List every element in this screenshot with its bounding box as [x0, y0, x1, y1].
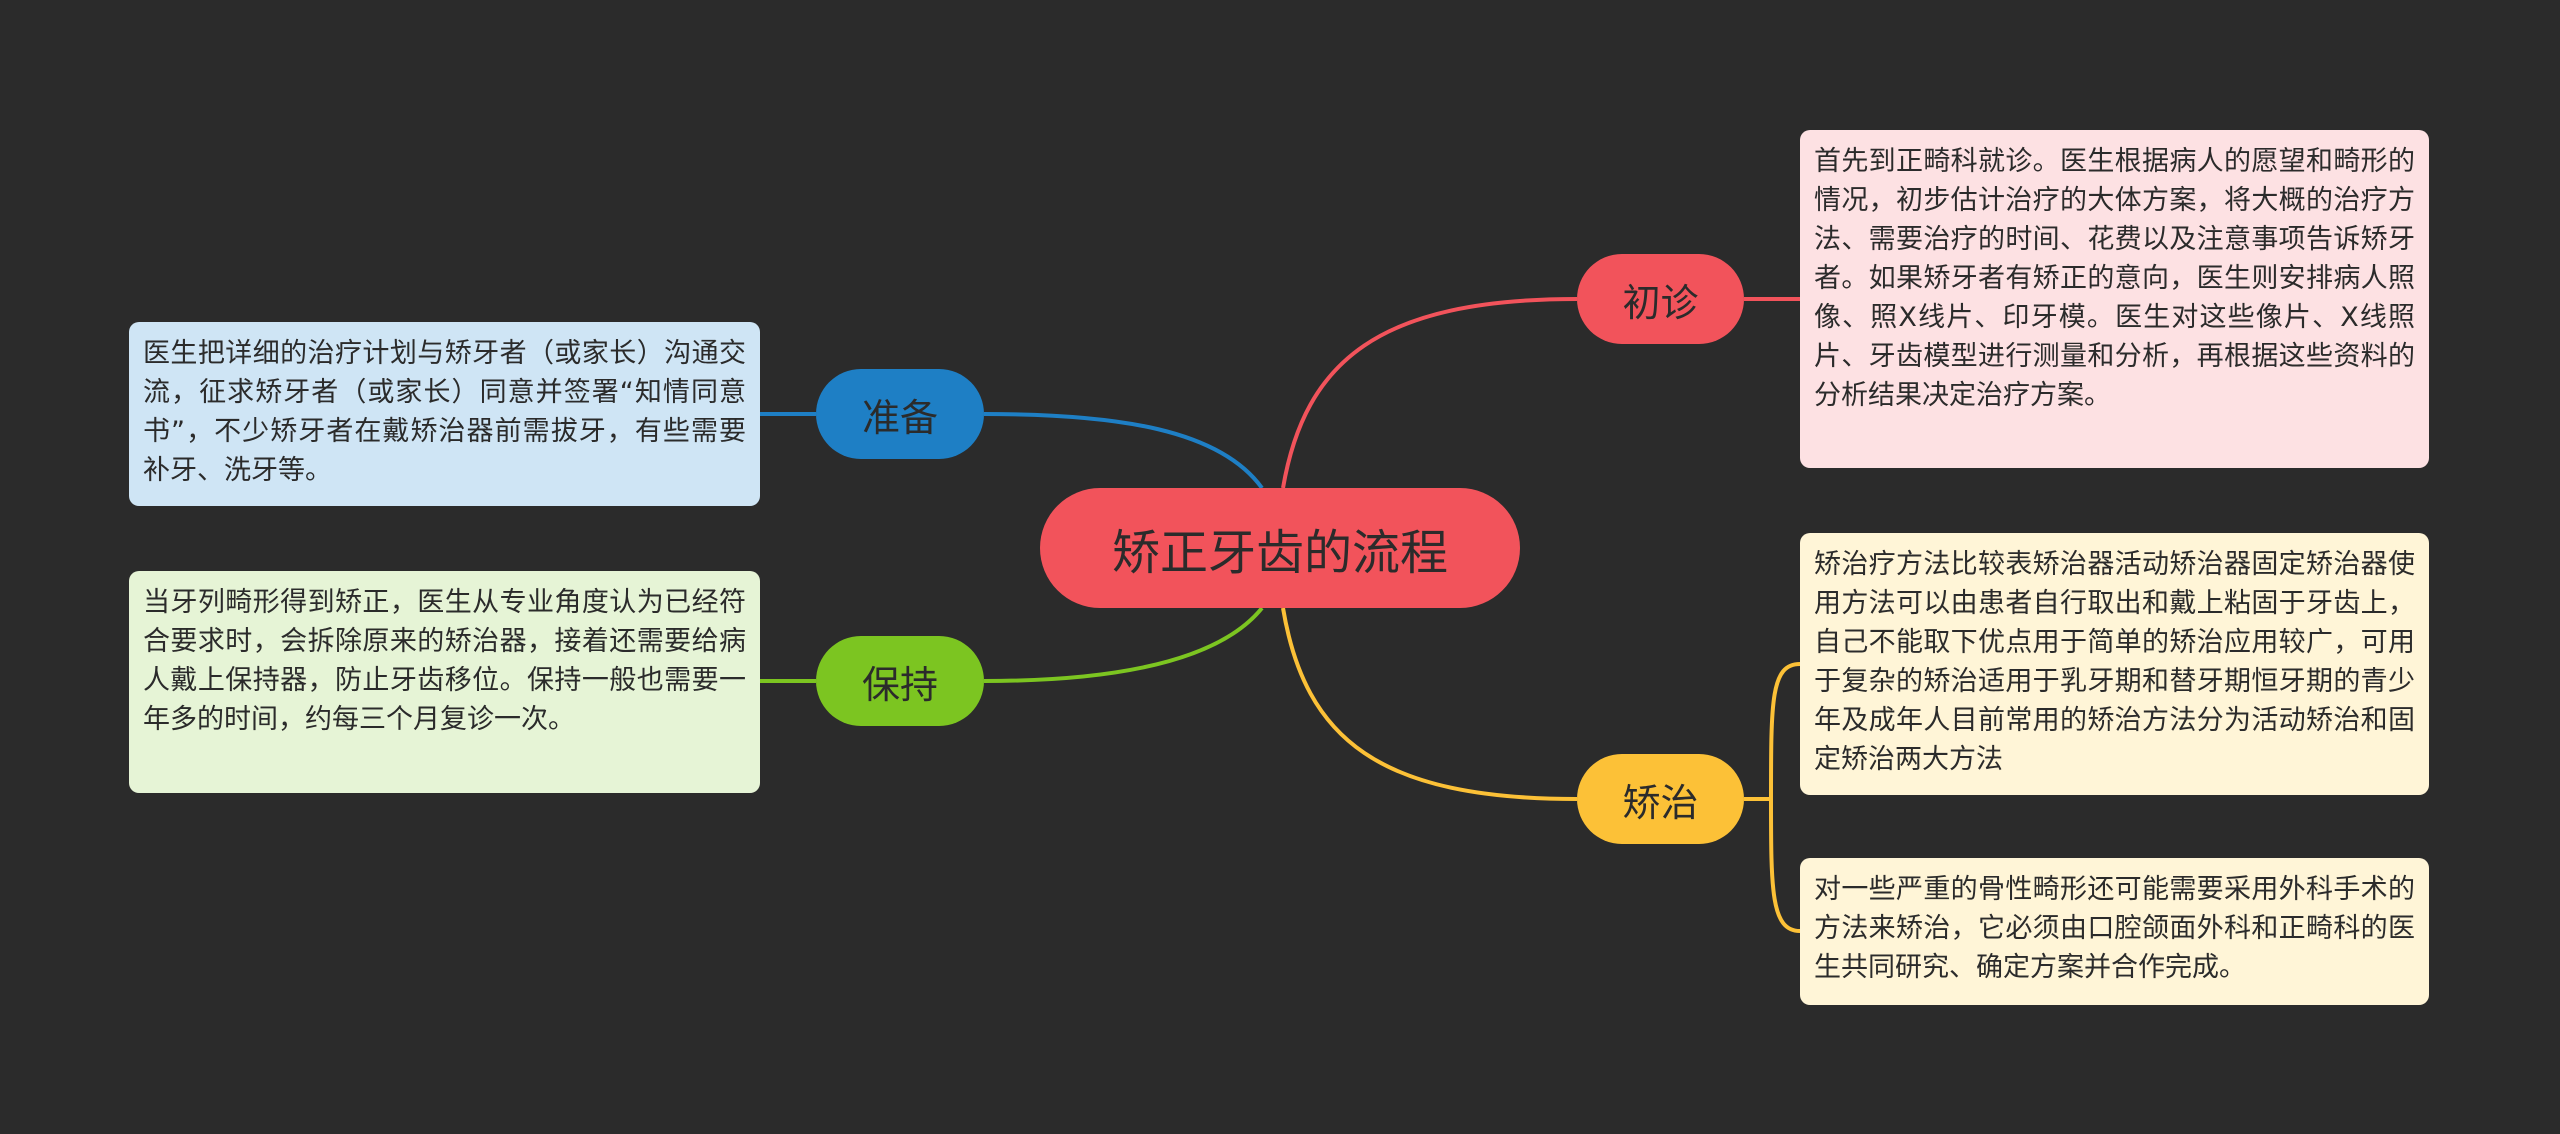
connector-root-jiaozhi: [1281, 607, 1578, 801]
note-card-jiaozhi-surgery[interactable]: 对一些严重的骨性畸形还可能需要采用外科手术的方法来矫治，它必须由口腔颌面外科和正…: [1800, 858, 2429, 1005]
connector-root-baochi: [983, 606, 1264, 683]
connector-root-chuzhen: [1281, 297, 1578, 489]
branch-node-chuzhen[interactable]: 初诊: [1577, 254, 1744, 344]
connector-root-zhunbei: [983, 412, 1264, 490]
root-node[interactable]: 矫正牙齿的流程: [1040, 488, 1520, 608]
note-card-chuzhen[interactable]: 首先到正畸科就诊。医生根据病人的愿望和畸形的情况，初步估计治疗的大体方案，将大概…: [1800, 130, 2429, 468]
branch-node-zhunbei[interactable]: 准备: [816, 369, 984, 459]
connector-jiaozhi-cards: [1744, 662, 1801, 933]
note-card-baochi[interactable]: 当牙列畸形得到矫正，医生从专业角度认为已经符合要求时，会拆除原来的矫治器，接着还…: [129, 571, 760, 793]
branch-node-baochi[interactable]: 保持: [816, 636, 984, 726]
branch-node-jiaozhi[interactable]: 矫治: [1577, 754, 1744, 844]
note-card-jiaozhi-methods[interactable]: 矫治疗方法比较表矫治器活动矫治器固定矫治器使用方法可以由患者自行取出和戴上粘固于…: [1800, 533, 2429, 795]
note-card-zhunbei[interactable]: 医生把详细的治疗计划与矫牙者（或家长）沟通交流，征求矫牙者（或家长）同意并签署“…: [129, 322, 760, 506]
